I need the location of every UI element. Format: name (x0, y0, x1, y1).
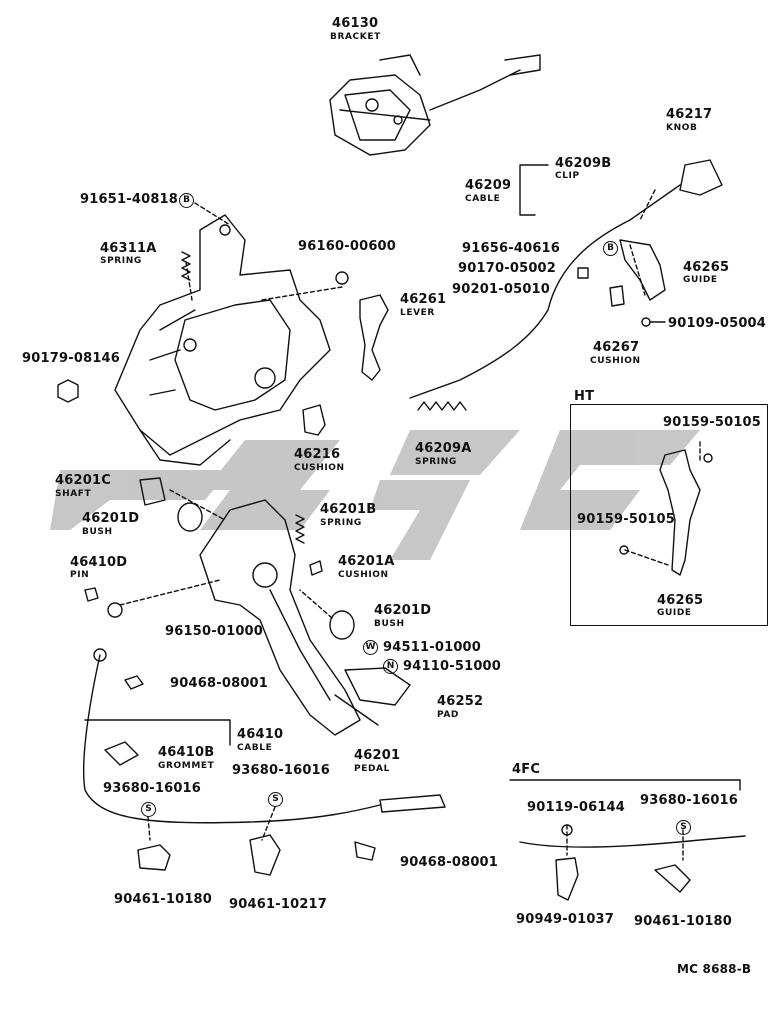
label-46410B: 46410B (158, 745, 215, 760)
label-46267: 46267 (593, 340, 640, 355)
label-90170: 90170-05002 (458, 261, 557, 276)
symbol-s-2: S (268, 792, 283, 807)
label-90468-a: 90468-08001 (170, 676, 269, 691)
label-46201A: 46201A (338, 554, 395, 569)
shaft-bush-drawing (84, 477, 355, 640)
pedal-cable-46410-drawing (82, 648, 446, 876)
label-46410D: 46410D (70, 555, 128, 570)
label-46261: 46261 (400, 292, 447, 307)
label-93680-a: 93680-16016 (103, 781, 202, 796)
ht-label-46265-name: GUIDE (657, 608, 692, 618)
label-46252-name: PAD (437, 710, 460, 720)
label-46201B-name: SPRING (320, 518, 362, 528)
label-46201D-2: 46201D (374, 603, 432, 618)
label-46311A-name: SPRING (100, 256, 142, 266)
nut-96160-drawing (335, 271, 349, 285)
bracket-46130-drawing (329, 54, 541, 156)
label-46209A: 46209A (415, 441, 472, 456)
nut-90179-drawing (57, 379, 79, 403)
symbol-b-1: B (179, 193, 194, 208)
label-90461-a: 90461-10180 (114, 892, 213, 907)
label-90461-b: 90461-10217 (229, 897, 328, 912)
symbol-s-3: S (676, 820, 691, 835)
label-46201C: 46201C (55, 473, 111, 488)
label-46311A: 46311A (100, 241, 157, 256)
label-46265-main-name: GUIDE (683, 275, 718, 285)
46209-bracket-line (519, 164, 549, 216)
4fc-parts-drawing (519, 824, 746, 901)
label-46217-name: KNOB (666, 123, 698, 133)
label-46410: 46410 (237, 727, 284, 742)
fc-label-90949: 90949-01037 (516, 912, 615, 927)
label-91651: 91651-40818 (80, 192, 179, 207)
label-90109: 90109-05004 (668, 316, 767, 331)
label-91656: 91656-40616 (462, 241, 561, 256)
ht-label-90159-b: 90159-50105 (577, 512, 676, 527)
fc-label-90119: 90119-06144 (527, 800, 626, 815)
label-96160: 96160-00600 (298, 239, 397, 254)
label-46201C-name: SHAFT (55, 489, 92, 499)
label-46209A-name: SPRING (415, 457, 457, 467)
label-46216: 46216 (294, 447, 341, 462)
fc-title: 4FC (512, 762, 541, 777)
label-46209B-name: CLIP (555, 171, 580, 181)
pedal-46201-drawing (199, 499, 411, 736)
label-46201D-1: 46201D (82, 511, 140, 526)
46410-bracket-line (84, 719, 231, 746)
release-cable-46209-drawing (409, 159, 723, 411)
label-46201A-name: CUSHION (338, 570, 389, 580)
label-46216-name: CUSHION (294, 463, 345, 473)
label-46201B: 46201B (320, 502, 377, 517)
label-46252: 46252 (437, 694, 484, 709)
leader-lines (119, 189, 701, 861)
label-46265-main: 46265 (683, 260, 730, 275)
cushion-46216-drawing (302, 404, 326, 436)
label-46130: 46130 (332, 16, 379, 31)
label-46267-name: CUSHION (590, 356, 641, 366)
ht-inset-box (570, 404, 768, 626)
symbol-w: W (363, 640, 378, 655)
label-46261-name: LEVER (400, 308, 435, 318)
symbol-n: N (383, 659, 398, 674)
label-46217: 46217 (666, 107, 713, 122)
watermark-logo (50, 430, 700, 560)
label-90201: 90201-05010 (452, 282, 551, 297)
label-46209-name: CABLE (465, 194, 501, 204)
label-46201-name: PEDAL (354, 764, 390, 774)
label-90468-b: 90468-08001 (400, 855, 499, 870)
label-94511: 94511-01000 (383, 640, 482, 655)
parking-brake-bracket-drawing (114, 214, 331, 466)
symbol-b-2: B (603, 241, 618, 256)
label-90179: 90179-08146 (22, 351, 121, 366)
label-96150: 96150-01000 (165, 624, 264, 639)
label-94110: 94110-51000 (403, 659, 502, 674)
lever-46261-drawing (359, 294, 389, 381)
spring-46311A-drawing (181, 251, 191, 281)
ht-label-90159-a: 90159-50105 (663, 415, 762, 430)
symbol-s-1: S (141, 802, 156, 817)
label-93680-b: 93680-16016 (232, 763, 331, 778)
label-46410-name: CABLE (237, 743, 273, 753)
fc-label-90461: 90461-10180 (634, 914, 733, 929)
label-46410D-name: PIN (70, 570, 90, 580)
footer-reference: MC 8688-B (677, 962, 752, 976)
label-46209: 46209 (465, 178, 512, 193)
label-46130-name: BRACKET (330, 32, 381, 42)
label-46201D-2-name: BUSH (374, 619, 405, 629)
ht-title: HT (574, 389, 595, 404)
fc-label-93680: 93680-16016 (640, 793, 739, 808)
ht-guide-drawing (619, 449, 713, 576)
label-46201D-1-name: BUSH (82, 527, 113, 537)
label-46410B-name: GROMMET (158, 761, 215, 771)
label-46209B: 46209B (555, 156, 612, 171)
label-46201: 46201 (354, 748, 401, 763)
ht-label-46265: 46265 (657, 593, 704, 608)
